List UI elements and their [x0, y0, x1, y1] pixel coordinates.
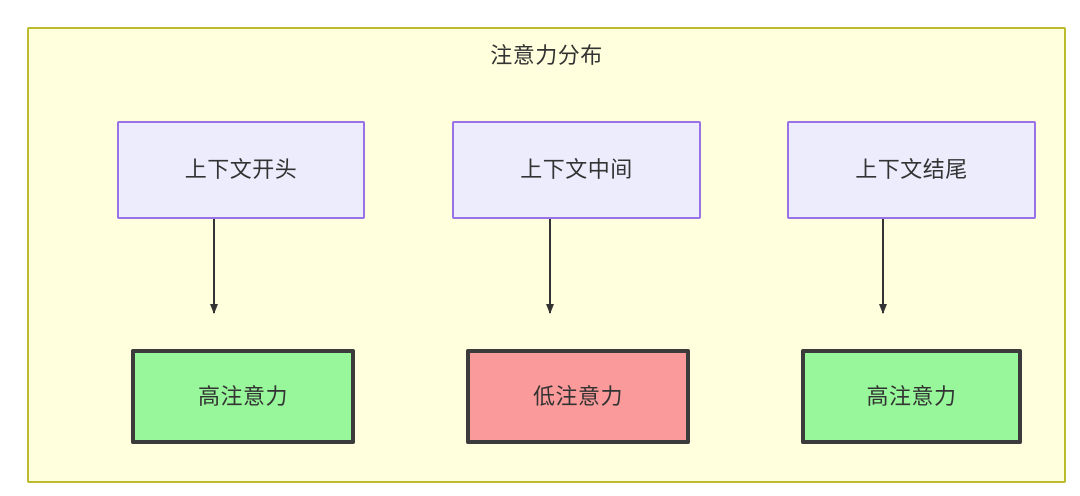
node-attn-high-left-label: 高注意力	[197, 383, 288, 409]
subgraph-title: 注意力分布	[490, 43, 603, 68]
node-ctx-end-label: 上下文结尾	[855, 157, 968, 182]
node-ctx-start-label: 上下文开头	[184, 157, 298, 182]
node-attn-low-middle[interactable]: 低注意力	[466, 349, 690, 444]
node-ctx-middle[interactable]: 上下文中间	[452, 121, 701, 219]
node-attn-low-middle-label: 低注意力	[532, 383, 623, 409]
node-ctx-middle-label: 上下文中间	[520, 157, 633, 182]
node-ctx-end[interactable]: 上下文结尾	[787, 121, 1036, 219]
node-attn-high-left[interactable]: 高注意力	[131, 349, 355, 444]
node-ctx-start[interactable]: 上下文开头	[117, 121, 365, 219]
attention-distribution-subgraph: 注意力分布 上下文开头 上下文中间 上下文结尾 高注	[27, 27, 1066, 483]
node-attn-high-right[interactable]: 高注意力	[801, 349, 1022, 444]
node-attn-high-right-label: 高注意力	[866, 383, 957, 409]
